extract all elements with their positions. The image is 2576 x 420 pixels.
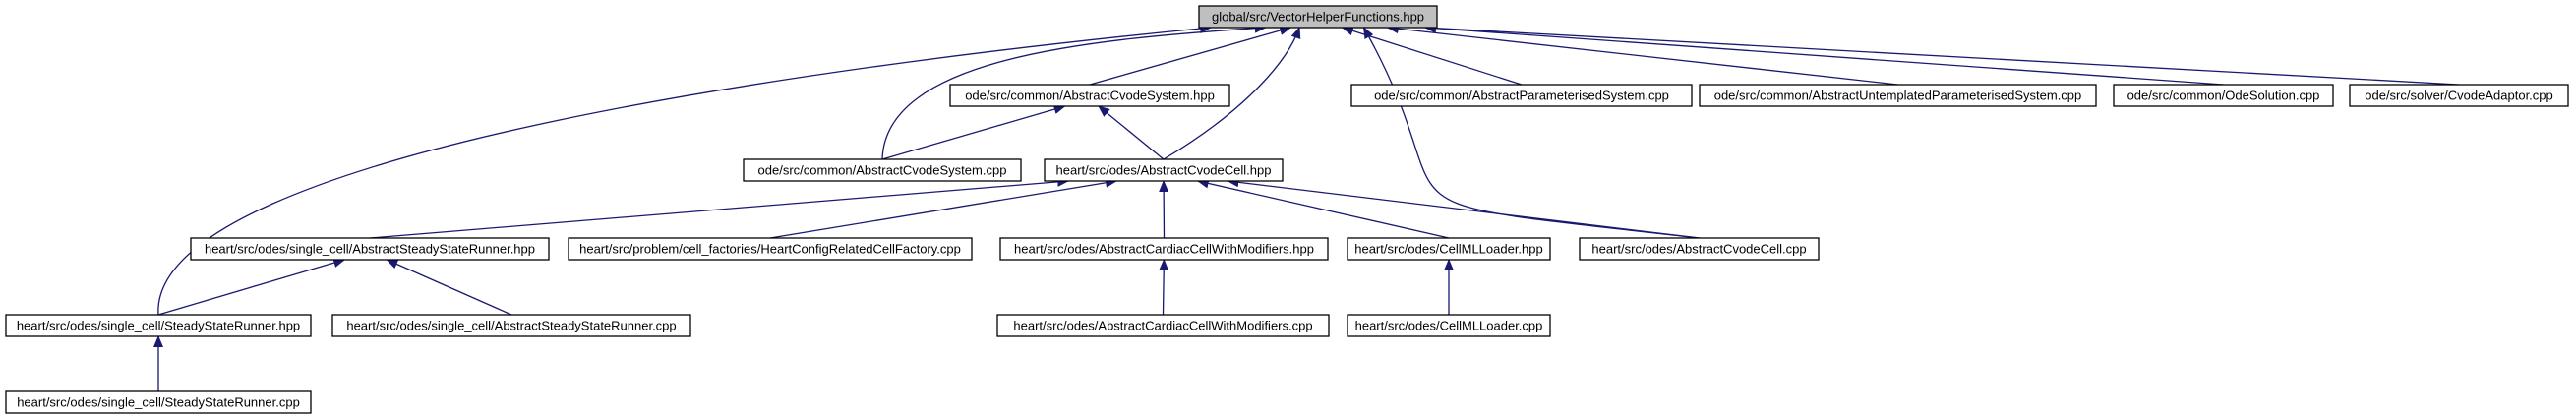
edge-abstract-cvode-cell-hpp-to-abstract-cvode-system-hpp [1098, 105, 1165, 160]
node-ode-solution-cpp[interactable]: ode/src/common/OdeSolution.cpp [2113, 84, 2334, 107]
node-label: heart/src/odes/CellMLLoader.cpp [1355, 319, 1543, 333]
node-box [190, 237, 550, 261]
edge-abstract-cvode-cell-cpp-to-root [1362, 27, 1700, 239]
edge-heart-config-related-cell-factory-cpp-to-abstract-cvode-cell-hpp [769, 177, 1117, 239]
edge-abstract-cvode-system-cpp-to-root [881, 23, 1267, 160]
edge-abstract-cvode-cell-cpp-to-abstract-cvode-cell-hpp [1227, 177, 1700, 239]
node-abstract-cardiac-cell-with-modifiers-cpp[interactable]: heart/src/odes/AbstractCardiacCellWithMo… [996, 314, 1330, 337]
node-label: ode/src/common/AbstractParameterisedSyst… [1374, 89, 1669, 103]
node-label: ode/src/common/AbstractUntemplatedParame… [1714, 89, 2082, 103]
node-label: heart/src/odes/AbstractCardiacCellWithMo… [1014, 242, 1314, 257]
node-label: heart/src/odes/single_cell/SteadyStateRu… [17, 319, 300, 333]
edge-abstract-cvode-cell-hpp-to-root [1163, 27, 1301, 160]
node-label: heart/src/odes/AbstractCvodeCell.hpp [1056, 163, 1272, 178]
node-label: ode/src/solver/CvodeAdaptor.cpp [2365, 89, 2553, 103]
node-label: ode/src/common/AbstractCvodeSystem.hpp [965, 89, 1215, 103]
node-abstract-steady-state-runner-hpp[interactable]: heart/src/odes/single_cell/AbstractStead… [190, 237, 550, 261]
nodes-layer: global/src/VectorHelperFunctions.hpp ode/… [5, 5, 2569, 414]
node-label: heart/src/odes/single_cell/SteadyStateRu… [17, 395, 300, 410]
node-root[interactable]: global/src/VectorHelperFunctions.hpp [1198, 5, 1438, 29]
node-box [996, 314, 1330, 337]
node-box [1198, 5, 1438, 29]
edge-ode-solution-cpp-to-root [1424, 23, 2224, 86]
node-box [2349, 84, 2569, 107]
node-abstract-cvode-system-cpp[interactable]: ode/src/common/AbstractCvodeSystem.cpp [743, 158, 1022, 182]
node-label: global/src/VectorHelperFunctions.hpp [1212, 10, 1424, 25]
node-box [1699, 84, 2097, 107]
node-abstract-cardiac-cell-with-modifiers-hpp[interactable]: heart/src/odes/AbstractCardiacCellWithMo… [999, 237, 1329, 261]
node-label: heart/src/odes/AbstractCvodeCell.cpp [1591, 242, 1806, 257]
edge-abstract-cvode-system-hpp-to-root [1089, 26, 1292, 86]
node-heart-config-related-cell-factory-cpp[interactable]: heart/src/problem/cell_factories/HeartCo… [568, 237, 973, 261]
node-abstract-steady-state-runner-cpp[interactable]: heart/src/odes/single_cell/AbstractStead… [331, 314, 691, 337]
edge-cellml-loader-hpp-to-abstract-cvode-cell-hpp [1196, 178, 1450, 239]
node-box [1347, 237, 1551, 261]
node-label: heart/src/odes/single_cell/AbstractStead… [346, 319, 676, 333]
node-cellml-loader-cpp[interactable]: heart/src/odes/CellMLLoader.cpp [1347, 314, 1551, 337]
node-label: ode/src/common/AbstractCvodeSystem.cpp [758, 163, 1007, 178]
node-box [743, 158, 1022, 182]
node-label: ode/src/common/OdeSolution.cpp [2127, 89, 2320, 103]
node-box [331, 314, 691, 337]
node-abstract-cvode-cell-hpp[interactable]: heart/src/odes/AbstractCvodeCell.hpp [1044, 158, 1284, 182]
node-steady-state-runner-hpp[interactable]: heart/src/odes/single_cell/SteadyStateRu… [5, 314, 312, 337]
node-box [1579, 237, 1820, 261]
node-box [999, 237, 1329, 261]
edge-steady-state-runner-hpp-to-abstract-steady-state-runner-hpp [157, 258, 346, 316]
edge-abstract-steady-state-runner-hpp-to-abstract-cvode-cell-hpp [369, 176, 1070, 239]
node-box [1044, 158, 1284, 182]
node-steady-state-runner-cpp[interactable]: heart/src/odes/single_cell/SteadyStateRu… [5, 390, 312, 414]
edges-layer [153, 23, 2460, 391]
node-box [949, 84, 1230, 107]
node-abstract-cvode-system-hpp[interactable]: ode/src/common/AbstractCvodeSystem.hpp [949, 84, 1230, 107]
node-abstract-parameterised-system-cpp[interactable]: ode/src/common/AbstractParameterisedSyst… [1350, 84, 1693, 107]
edge-abstract-untemplated-parameterised-system-cpp-to-root [1386, 24, 1898, 86]
node-box [2113, 84, 2334, 107]
node-box [1350, 84, 1693, 107]
node-label: heart/src/odes/CellMLLoader.hpp [1354, 242, 1543, 257]
node-cellml-loader-hpp[interactable]: heart/src/odes/CellMLLoader.hpp [1347, 237, 1551, 261]
node-cvode-adaptor-cpp[interactable]: ode/src/solver/CvodeAdaptor.cpp [2349, 84, 2569, 107]
node-box [5, 314, 312, 337]
node-label: heart/src/problem/cell_factories/HeartCo… [579, 242, 961, 257]
node-label: heart/src/odes/single_cell/AbstractStead… [205, 242, 535, 257]
node-abstract-cvode-cell-cpp[interactable]: heart/src/odes/AbstractCvodeCell.cpp [1579, 237, 1820, 261]
edge-abstract-cardiac-cell-with-modifiers-cpp-to-abstract-cardiac-cell-with-modifiers-hpp [1159, 259, 1169, 316]
node-box [5, 390, 312, 414]
node-label: heart/src/odes/AbstractCardiacCellWithMo… [1013, 319, 1312, 333]
node-abstract-untemplated-parameterised-system-cpp[interactable]: ode/src/common/AbstractUntemplatedParame… [1699, 84, 2097, 107]
edge-abstract-cvode-system-cpp-to-abstract-cvode-system-hpp [881, 104, 1066, 160]
edge-cvode-adaptor-cpp-to-root [1424, 23, 2460, 86]
edge-abstract-parameterised-system-cpp-to-root [1341, 26, 1523, 86]
node-box [1347, 314, 1551, 337]
edge-abstract-steady-state-runner-cpp-to-abstract-steady-state-runner-hpp [386, 259, 512, 316]
node-box [568, 237, 973, 261]
